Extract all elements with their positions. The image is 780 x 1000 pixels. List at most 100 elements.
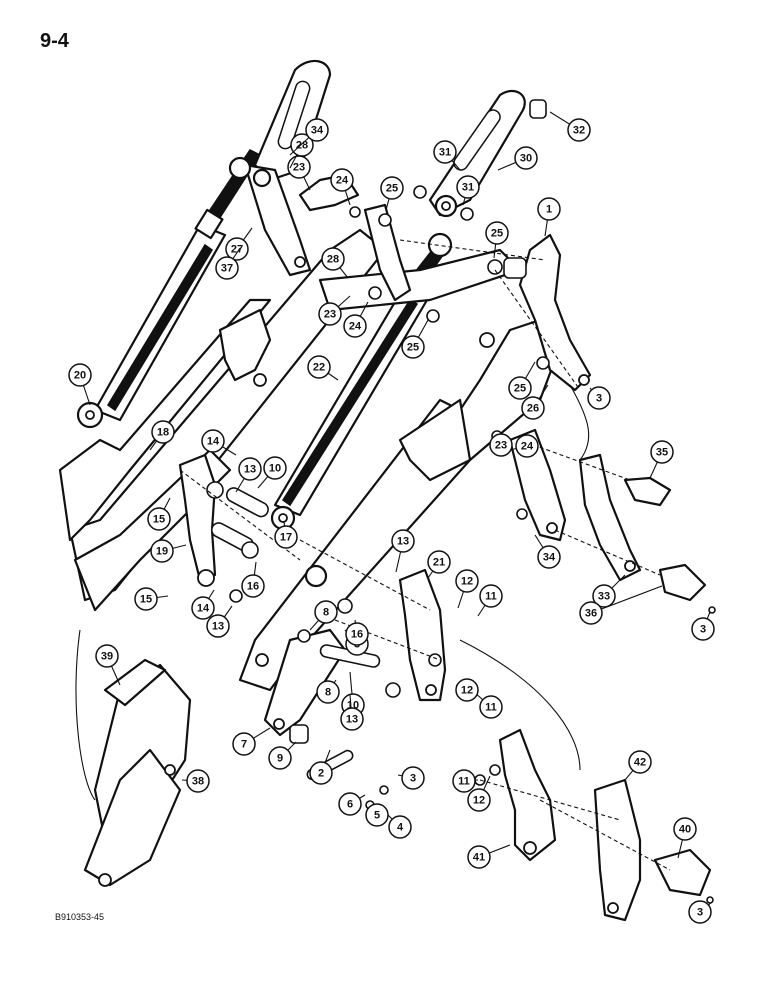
callout-number: 13 [244,464,256,476]
callout-circle [479,695,503,719]
inset-assembly [75,629,192,887]
part-callout: 3 [691,617,715,641]
callout-circle [134,587,158,611]
callout-circle [151,420,175,444]
callout-number: 28 [327,254,339,266]
upper-right-bracket [487,233,592,392]
callout-circle [485,221,509,245]
callout-circle [579,601,603,625]
callout-circle [455,569,479,593]
part-callout: 18 [151,420,175,444]
callout-number: 8 [323,607,329,619]
lower-center-brackets [263,568,447,810]
callout-circle [268,746,292,770]
callout-circle [592,584,616,608]
callout-circle [388,815,412,839]
callout-leader-line [590,585,663,614]
callout-circle [479,584,503,608]
callout-circle [456,175,480,199]
callout-circle [391,529,415,553]
callout-number: 41 [473,852,485,864]
part-callout: 20 [68,363,92,387]
callout-circle [628,750,652,774]
callout-circle [691,617,715,641]
part-callout: 5 [365,803,389,827]
callout-number: 35 [656,447,668,459]
callout-number: 27 [231,244,243,256]
part-callout: 16 [345,622,369,646]
callout-number: 3 [410,773,416,785]
callout-number: 23 [293,162,305,174]
left-cylinder [76,149,262,429]
callout-number: 8 [325,687,331,699]
callout-circle [238,457,262,481]
callout-circle [567,118,591,142]
part-callout: 26 [521,396,545,420]
assembly-lines [179,239,671,871]
part-callout: 23 [318,302,342,326]
callout-number: 39 [101,651,113,663]
part-callout: 21 [427,550,451,574]
part-callout: 34 [537,545,561,569]
part-callout: 7 [232,732,256,756]
callout-number: 25 [407,342,419,354]
right-top-link [413,89,547,221]
callout-number: 12 [461,685,473,697]
callout-number: 34 [311,125,324,137]
callout-number: 37 [221,263,233,275]
callout-number: 11 [485,702,497,714]
callout-circle [68,363,92,387]
callout-number: 25 [386,183,398,195]
part-callout: 35 [650,440,674,464]
callout-number: 26 [527,403,539,415]
callout-circle [489,433,513,457]
callout-number: 24 [336,175,349,187]
callout-circle [309,761,333,785]
callout-circle [274,525,298,549]
callout-circle [688,900,712,924]
part-callout: 32 [567,118,591,142]
part-callout: 14 [201,429,225,453]
callout-number: 11 [485,591,497,603]
callout-number: 1 [546,204,552,216]
callout-circle [537,545,561,569]
callout-number: 9 [277,753,283,765]
callout-circle [537,197,561,221]
part-callout: 9 [268,746,292,770]
callout-number: 42 [634,757,646,769]
part-callout: 34 [305,118,329,142]
part-callout: 3 [688,900,712,924]
part-callout: 27 [225,237,249,261]
callout-number: 14 [197,603,210,615]
part-callout: 24 [330,168,354,192]
part-callout: 13 [391,529,415,553]
part-callout: 12 [455,569,479,593]
callout-circle [338,792,362,816]
part-callout: 38 [186,769,210,793]
callout-number: 12 [473,795,485,807]
callout-circle [514,146,538,170]
callout-circle [147,507,171,531]
callout-circle [587,386,611,410]
callout-circle [318,302,342,326]
callout-number: 6 [347,799,353,811]
lower-right-brackets [491,428,716,614]
callout-number: 28 [296,140,308,152]
callout-circle [380,176,404,200]
part-callout: 40 [673,817,697,841]
callout-circle [305,118,329,142]
callout-number: 19 [156,546,168,558]
callout-number: 13 [212,621,224,633]
callout-circle [401,766,425,790]
part-callout: 19 [150,539,174,563]
callout-layer: 2333334567889101011111112121213131313141… [68,111,715,924]
callout-number: 10 [269,463,281,475]
callout-number: 23 [495,440,507,452]
callout-number: 24 [521,441,534,453]
callout-circle [241,574,265,598]
callout-number: 38 [192,776,204,788]
part-callout: 24 [343,314,367,338]
part-callout: 24 [515,434,539,458]
